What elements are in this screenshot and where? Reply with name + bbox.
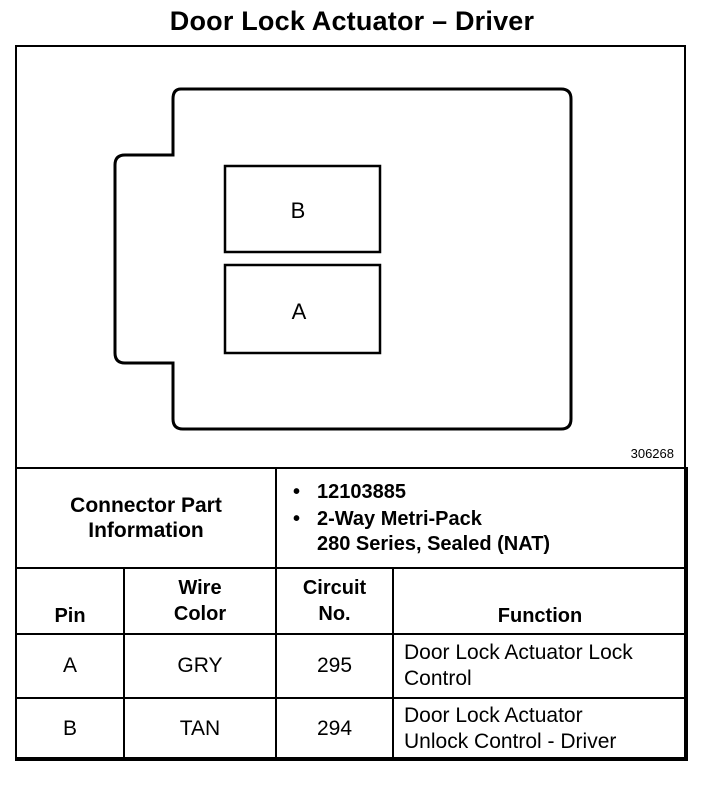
- pin-label-a: A: [292, 299, 307, 324]
- row-b-wire-color: TAN: [123, 697, 277, 761]
- table-row: B TAN 294 Door Lock Actuator Unlock Cont…: [15, 697, 689, 761]
- row-b-function: Door Lock Actuator Unlock Control - Driv…: [391, 697, 689, 761]
- row-a-wire-color: GRY: [123, 633, 277, 699]
- row-b-pin: B: [15, 697, 125, 761]
- part-number: 12103885: [293, 480, 686, 505]
- row-b-circuit: 294: [275, 697, 394, 761]
- connector-diagram: B A: [113, 87, 573, 431]
- row-a-pin: A: [15, 633, 125, 699]
- pin-cavity-a: [223, 263, 382, 355]
- figure-id: 306268: [630, 446, 674, 461]
- page-title: Door Lock Actuator – Driver: [169, 6, 535, 36]
- connector-part-label: Connector Part Information: [15, 467, 277, 569]
- header-function: Function: [391, 567, 689, 635]
- row-a-function: Door Lock Actuator Lock Control: [391, 633, 689, 699]
- pin-cavity-b: [223, 164, 382, 254]
- table-row: A GRY 295 Door Lock Actuator Lock Contro…: [15, 633, 689, 699]
- connector-outline: [113, 87, 573, 431]
- header-circuit-no: Circuit No.: [275, 567, 394, 635]
- header-wire-color: Wire Color: [123, 567, 277, 635]
- table-header-row: Pin Wire Color Circuit No. Function: [15, 567, 689, 635]
- pin-label-b: B: [291, 198, 306, 223]
- connector-info-table: Connector Part Information 12103885 2-Wa…: [15, 467, 689, 761]
- row-a-circuit: 295: [275, 633, 394, 699]
- header-pin: Pin: [15, 567, 125, 635]
- connector-part-row: Connector Part Information 12103885 2-Wa…: [15, 467, 689, 569]
